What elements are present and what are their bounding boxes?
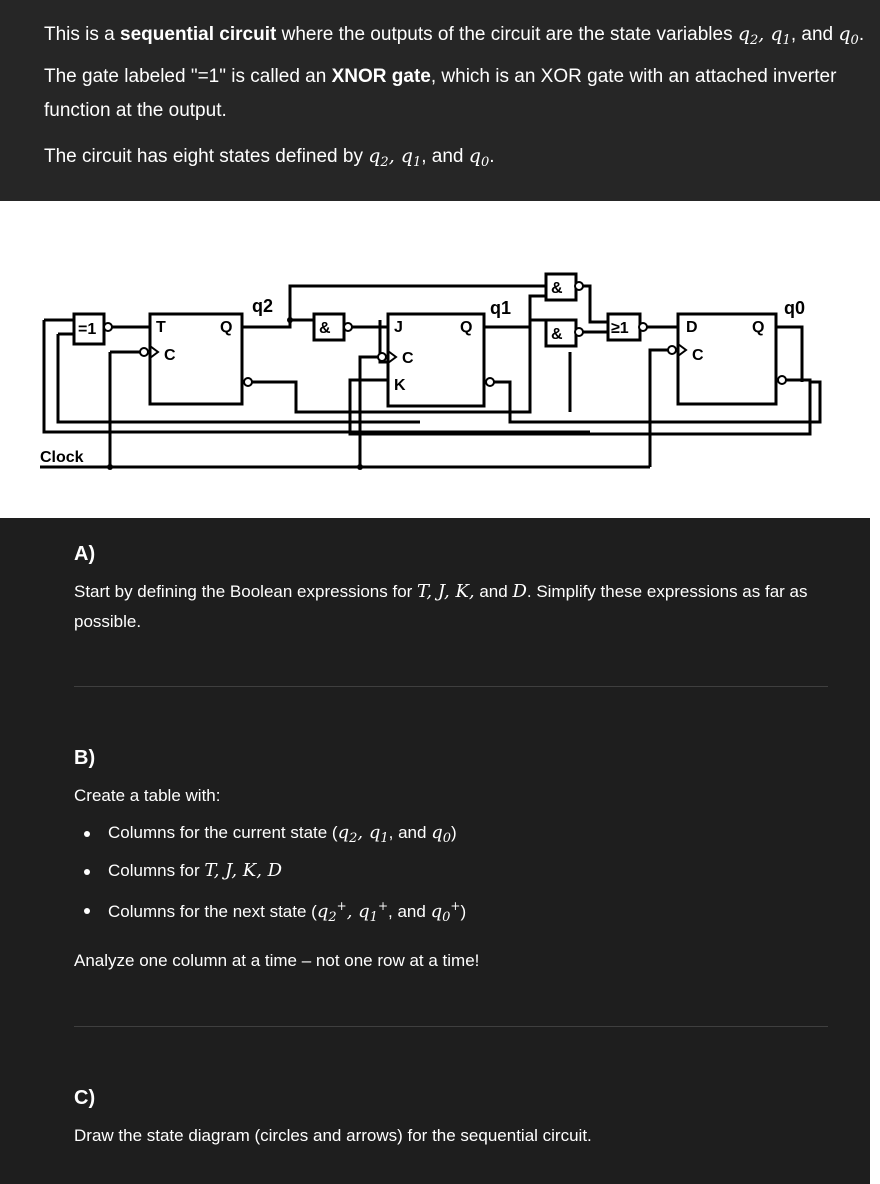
bullet-item-3: Columns for the next state (q2+, q1+, an… [108, 899, 467, 925]
intro-box: This is a sequential circuit where the o… [0, 0, 880, 201]
and3-label: & [551, 326, 563, 343]
section-a-line-1: Start by defining the Boolean expression… [74, 581, 808, 602]
section-b-heading: B) [74, 747, 96, 769]
jk-clock-label: C [402, 350, 414, 367]
intro-line-1: This is a sequential circuit where the o… [44, 23, 865, 48]
circuit-diagram: =1 T C Q & J C K Q & & ≥1 D C Q q2 q1 q0… [40, 272, 822, 470]
t-clock-label: C [164, 347, 176, 364]
and1-label: & [319, 320, 331, 337]
bullet-3 [84, 908, 90, 914]
questions-box: A) Start by defining the Boolean express… [0, 518, 870, 1184]
section-c-heading: C) [74, 1087, 96, 1109]
intro-line-2: The gate labeled "=1" is called an XNOR … [44, 66, 837, 87]
d-clock-label: C [692, 347, 704, 364]
or-label: ≥1 [611, 320, 629, 337]
d-flipflop [676, 312, 778, 406]
bullet-item-1: Columns for the current state (q2, q1, a… [108, 822, 457, 846]
and2-label: & [551, 280, 563, 297]
divider-2 [74, 1026, 828, 1027]
jk-flipflop [386, 312, 486, 408]
j-label: J [394, 319, 403, 336]
intro-line-4: The circuit has eight states defined by … [44, 145, 495, 170]
bullet-1 [84, 831, 90, 837]
q0-label: q0 [784, 298, 805, 318]
t-input-label: T [156, 319, 166, 336]
section-b-intro: Create a table with: [74, 786, 221, 805]
intro-line-3: function at the output. [44, 100, 227, 121]
section-b-note: Analyze one column at a time – not one r… [74, 951, 480, 970]
divider-1 [74, 686, 828, 687]
section-a-line-2: possible. [74, 612, 142, 631]
xnor-label: =1 [78, 321, 96, 338]
t-output-label: Q [220, 319, 232, 336]
clock-label: Clock [40, 449, 84, 466]
bullet-2 [84, 869, 90, 875]
d-label: D [686, 319, 698, 336]
d-output-label: Q [752, 319, 764, 336]
q1-label: q1 [490, 298, 511, 318]
q2-label: q2 [252, 296, 273, 316]
jk-output-label: Q [460, 319, 472, 336]
k-label: K [394, 377, 406, 394]
t-flipflop [148, 312, 244, 406]
section-c-text: Draw the state diagram (circles and arro… [74, 1126, 592, 1145]
bullet-item-2: Columns for T, J, K, D [108, 860, 283, 881]
section-a-heading: A) [74, 543, 96, 565]
